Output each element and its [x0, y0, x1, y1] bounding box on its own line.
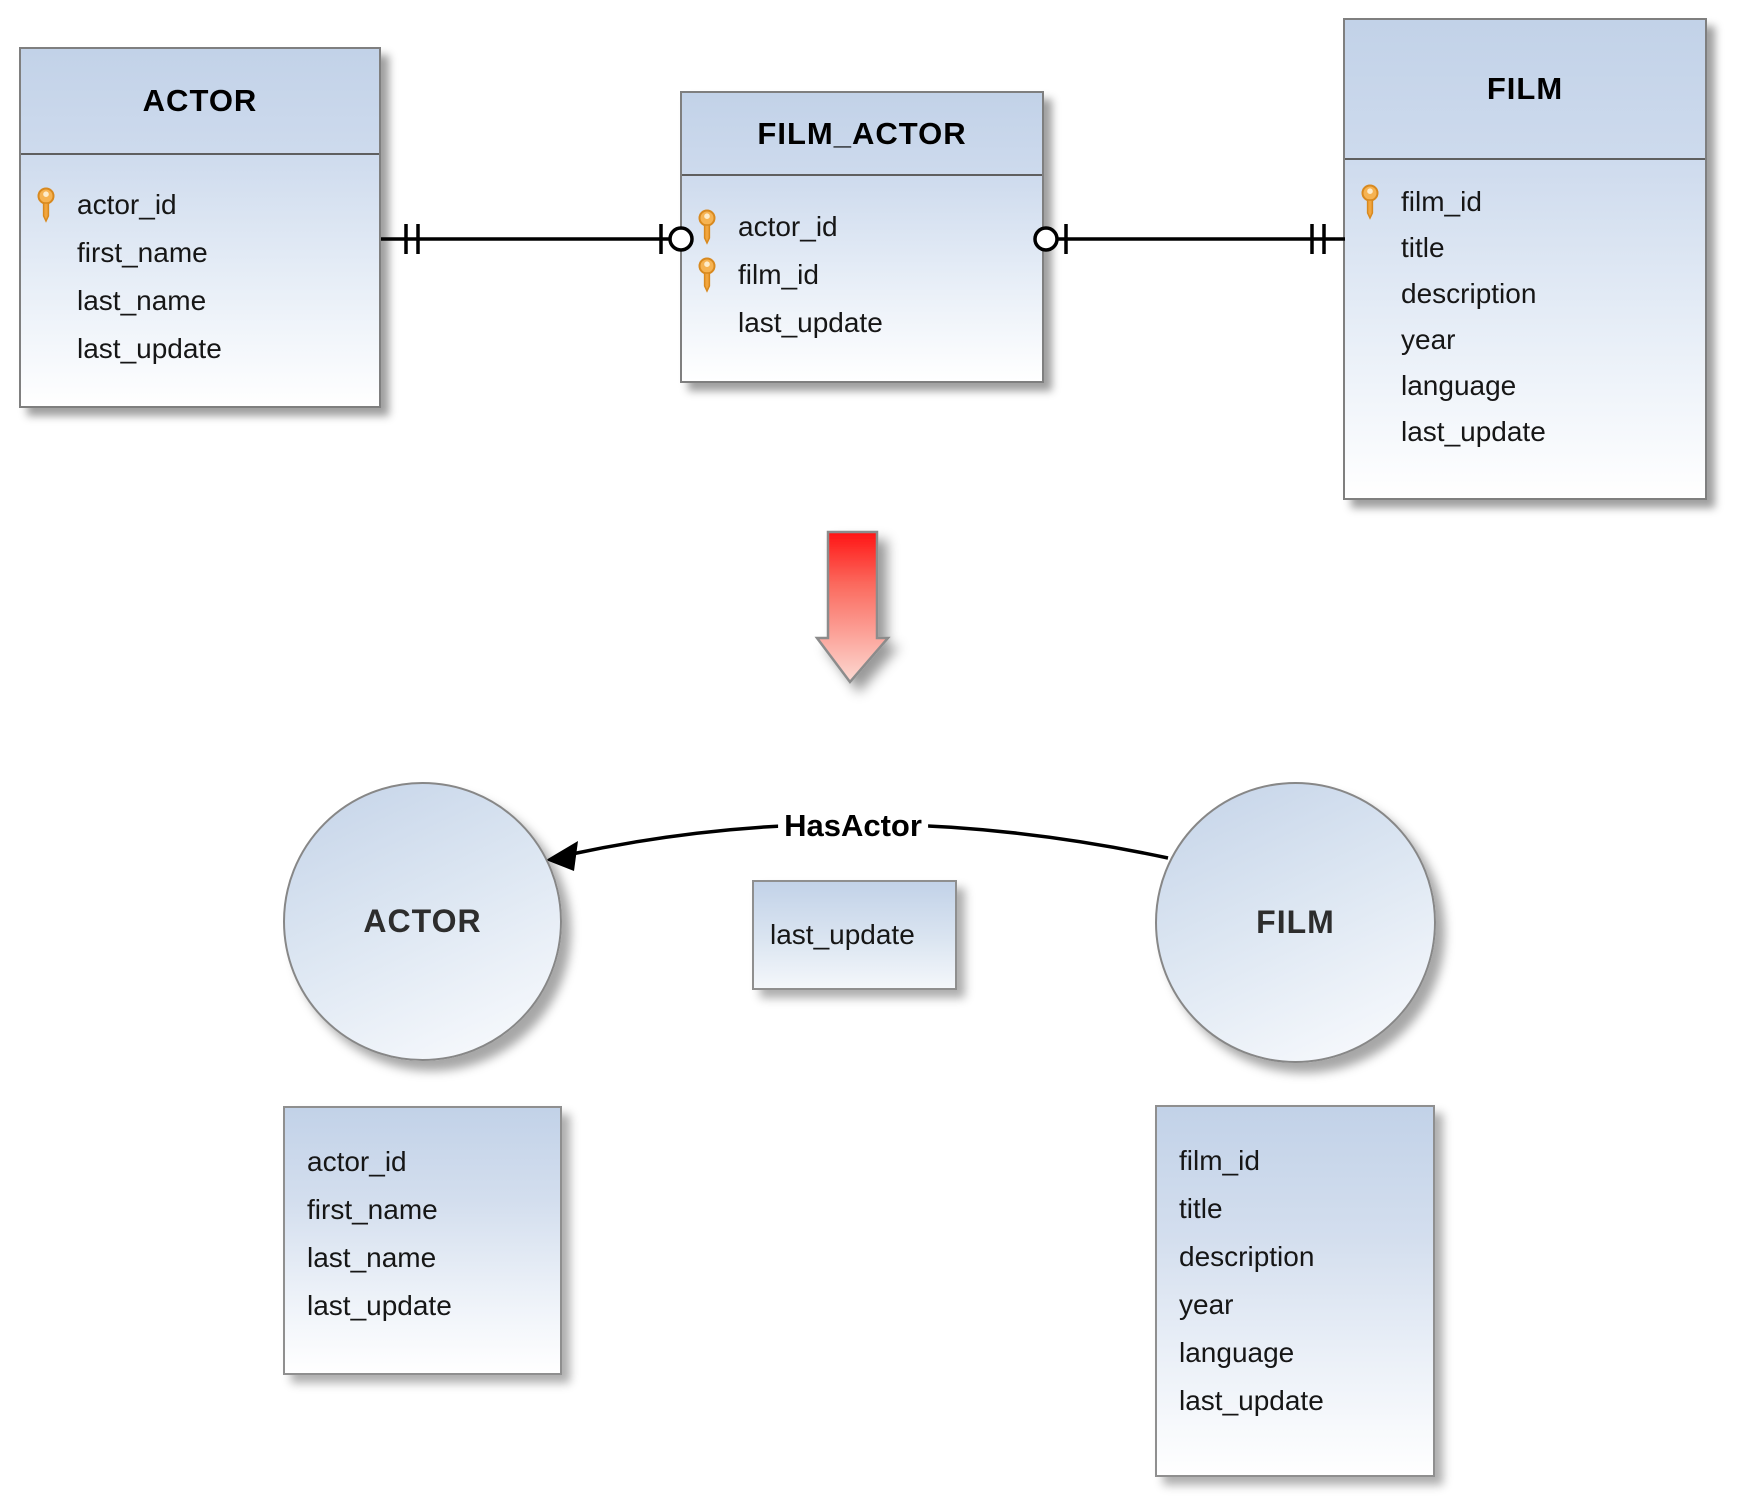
er-table-film-actor: FILM_ACTOR actor_id [680, 91, 1044, 383]
field-row: last_update [21, 325, 379, 373]
field-row: language [1345, 363, 1705, 409]
property-label: year [1179, 1289, 1234, 1320]
field-label: film_id [738, 259, 819, 290]
film-properties-box: film_id title description year language … [1155, 1105, 1435, 1477]
graph-node-film: FILM [1155, 782, 1436, 1063]
field-label: year [1401, 324, 1456, 355]
field-row: last_update [1345, 409, 1705, 455]
property-label: description [1179, 1241, 1315, 1272]
field-row: last_update [682, 299, 1042, 347]
er-table-actor: ACTOR actor_id first_name last_name [19, 47, 381, 408]
primary-key-icon [696, 208, 738, 246]
field-label: last_name [77, 285, 207, 316]
key-slot-empty [1359, 413, 1401, 451]
field-label: description [1401, 278, 1537, 309]
er-table-film-actor-fields: actor_id film_id last_update [682, 176, 1042, 347]
field-row: last_name [21, 277, 379, 325]
field-row: title [1345, 225, 1705, 271]
transform-arrow-icon [814, 530, 891, 684]
field-row: first_name [21, 229, 379, 277]
field-row: actor_id [21, 181, 379, 229]
key-slot-empty [35, 330, 77, 368]
field-row: description [1345, 271, 1705, 317]
field-label: actor_id [77, 189, 177, 220]
property-label: title [1179, 1193, 1223, 1224]
actor-properties-box: actor_id first_name last_name last_updat… [283, 1106, 562, 1375]
key-slot-empty [1359, 367, 1401, 405]
connector-actor-filmactor [381, 224, 694, 254]
field-label: last_update [738, 307, 883, 338]
primary-key-icon [1359, 183, 1401, 221]
property-label: actor_id [307, 1146, 407, 1177]
field-label: language [1401, 370, 1517, 401]
field-row: film_id [1345, 179, 1705, 225]
er-table-film-title: FILM [1345, 20, 1705, 160]
er-table-actor-title: ACTOR [21, 49, 379, 155]
property-label: film_id [1179, 1145, 1260, 1176]
er-table-film-fields: film_id title description year language … [1345, 160, 1705, 455]
graph-node-actor: ACTOR [283, 782, 562, 1061]
graph-node-actor-label: ACTOR [363, 903, 482, 939]
key-slot-empty [35, 282, 77, 320]
edge-property-box: last_update [752, 880, 957, 990]
primary-key-icon [696, 256, 738, 294]
connector-filmactor-film [1033, 224, 1345, 254]
key-slot-empty [1359, 229, 1401, 267]
edge-label-hasactor: HasActor [778, 808, 928, 844]
er-table-film-actor-title: FILM_ACTOR [682, 93, 1042, 176]
primary-key-icon [35, 186, 77, 224]
field-label: title [1401, 232, 1445, 263]
field-label: last_update [77, 333, 222, 364]
property-label: last_name [307, 1242, 437, 1273]
field-row: film_id [682, 251, 1042, 299]
er-table-actor-fields: actor_id first_name last_name last_updat… [21, 155, 379, 373]
property-label: last_update [1179, 1385, 1324, 1416]
property-label: first_name [307, 1194, 438, 1225]
field-row: actor_id [682, 203, 1042, 251]
er-table-film: FILM film_id title description [1343, 18, 1707, 500]
field-row: year [1345, 317, 1705, 363]
key-slot-empty [1359, 275, 1401, 313]
key-slot-empty [35, 234, 77, 272]
property-label: last_update [307, 1290, 452, 1321]
key-slot-empty [1359, 321, 1401, 359]
field-label: actor_id [738, 211, 838, 242]
field-label: first_name [77, 237, 208, 268]
graph-node-film-label: FILM [1256, 904, 1335, 940]
property-label: language [1179, 1337, 1295, 1368]
key-slot-empty [696, 304, 738, 342]
field-label: last_update [1401, 416, 1546, 447]
field-label: film_id [1401, 186, 1482, 217]
